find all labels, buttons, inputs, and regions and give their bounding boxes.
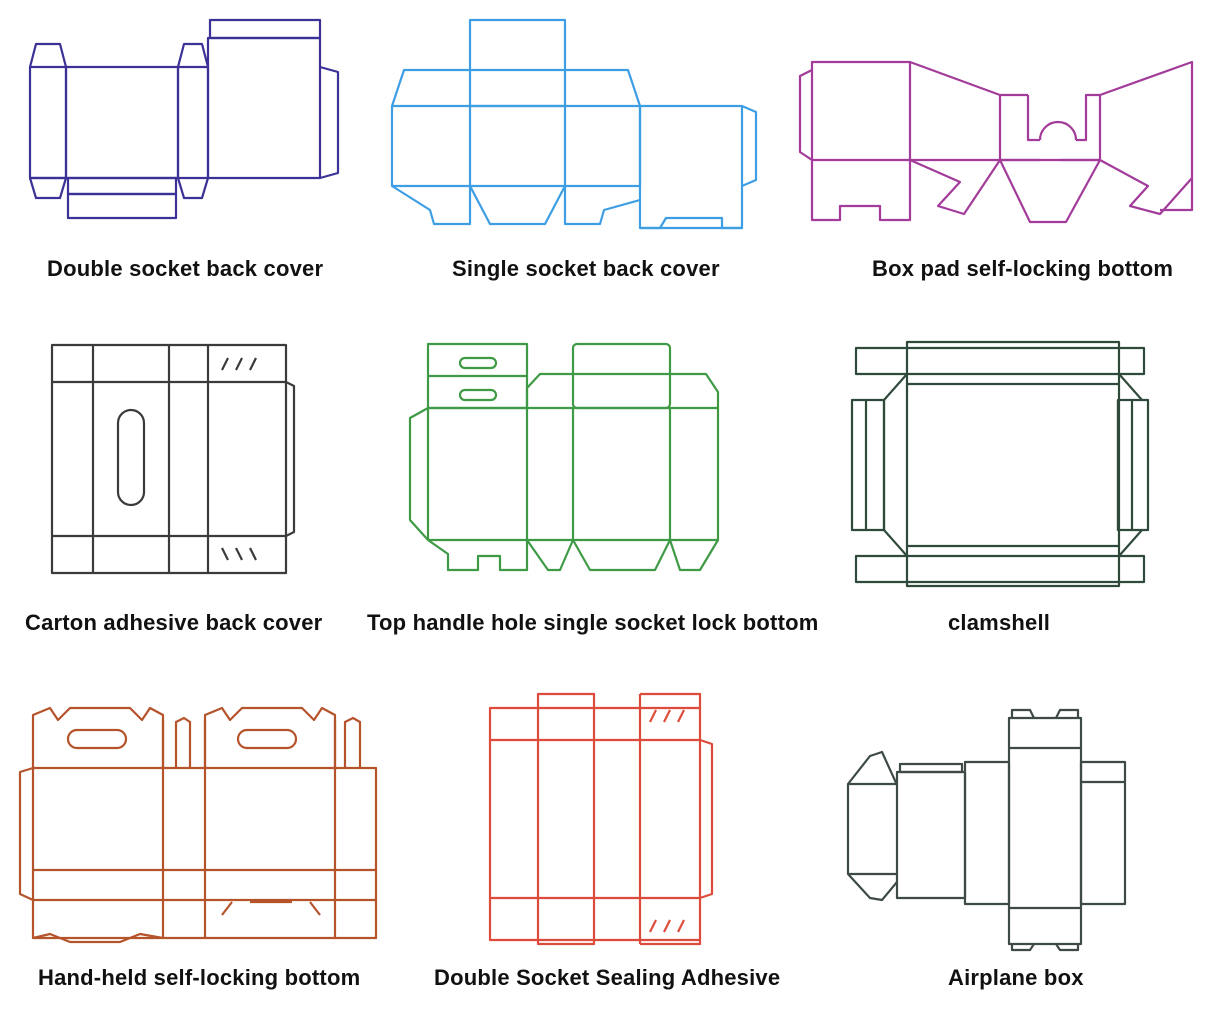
label-airplane-box: Airplane box bbox=[948, 965, 1084, 990]
label-top-handle-hole: Top handle hole single socket lock botto… bbox=[367, 610, 819, 635]
dieline-double-socket-back-cover: Double socket back cover bbox=[0, 0, 400, 300]
label-single-socket-back-cover: Single socket back cover bbox=[452, 256, 720, 281]
dieline-carton-adhesive-back-cover: Carton adhesive back cover bbox=[0, 300, 400, 660]
dieline-hand-held-self-locking: Hand-held self-locking bottom bbox=[0, 660, 420, 1027]
sealing-adhesive-dieline-drawing bbox=[488, 692, 714, 946]
hand-held-dieline-drawing bbox=[18, 706, 378, 944]
airplane-box-dieline-drawing bbox=[846, 708, 1127, 952]
dieline-single-socket-back-cover: Single socket back cover bbox=[0, 0, 800, 300]
carton-adhesive-dieline-drawing bbox=[50, 343, 296, 575]
label-carton-adhesive-back-cover: Carton adhesive back cover bbox=[25, 610, 323, 635]
top-handle-dieline-drawing bbox=[408, 342, 720, 572]
label-clamshell: clamshell bbox=[948, 610, 1051, 635]
clamshell-dieline-drawing bbox=[850, 340, 1150, 588]
dieline-double-socket-sealing-adhesive: Double Socket Sealing Adhesive bbox=[0, 660, 820, 1027]
single-socket-dieline-drawing bbox=[390, 18, 758, 230]
label-hand-held-self-locking: Hand-held self-locking bottom bbox=[38, 965, 361, 990]
dieline-clamshell: clamshell bbox=[0, 300, 1207, 660]
box-pad-dieline-drawing bbox=[798, 60, 1194, 224]
label-double-socket-back-cover: Double socket back cover bbox=[47, 256, 324, 281]
label-box-pad-self-locking-bottom: Box pad self-locking bottom bbox=[872, 256, 1174, 281]
dieline-top-handle-hole: Top handle hole single socket lock botto… bbox=[0, 300, 850, 660]
label-double-socket-sealing-adhesive: Double Socket Sealing Adhesive bbox=[434, 965, 781, 990]
dieline-box-pad-self-locking-bottom: Box pad self-locking bottom bbox=[0, 0, 1207, 300]
double-socket-dieline-drawing bbox=[28, 18, 340, 220]
dieline-airplane-box: Airplane box bbox=[0, 660, 1207, 1027]
